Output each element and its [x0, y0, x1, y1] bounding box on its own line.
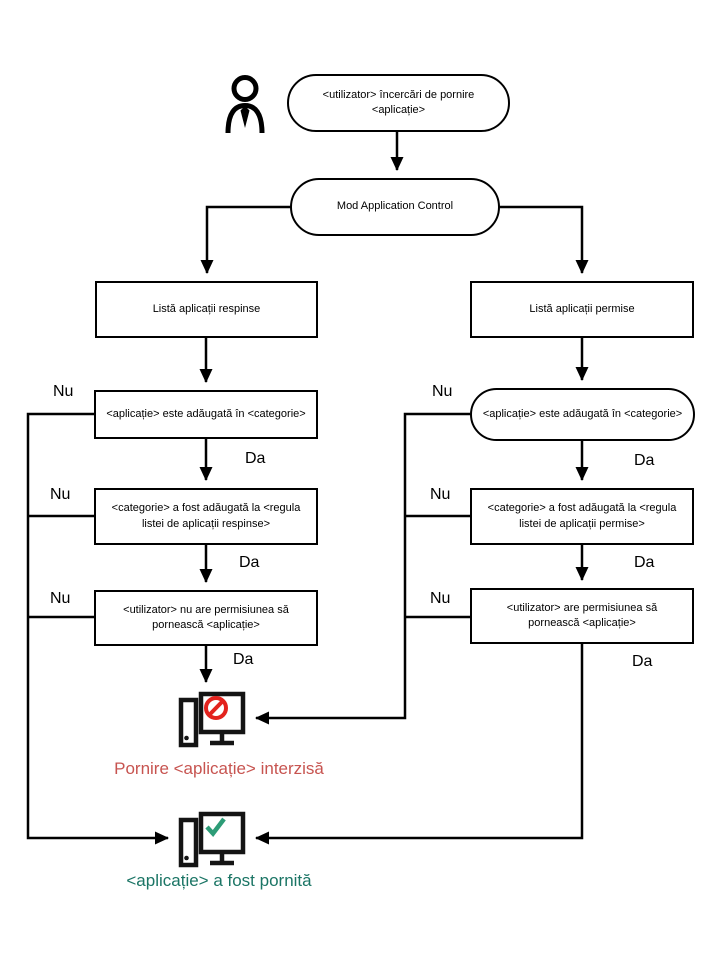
node-start: <utilizator> încercări de pornire <aplic…	[287, 74, 510, 132]
node-user-not-permitted: <utilizator> nu are permisiunea să porne…	[94, 590, 318, 646]
edge-label-yes: Da	[245, 450, 266, 467]
edge-mode-to-denied-list	[200, 205, 291, 274]
edge-label-no: Nu	[53, 383, 74, 400]
edge-label-no: Nu	[50, 486, 71, 503]
edge-mode-to-allowed-list	[499, 205, 589, 274]
edge-right-no-bus-to-denied	[255, 412, 470, 725]
edge-label-no: Nu	[430, 486, 451, 503]
node-user-permitted: <utilizator> are permisiunea să porneasc…	[470, 588, 694, 644]
caption-start-denied: Pornire <aplicație> interzisă	[114, 759, 324, 778]
edge-label-yes: Da	[239, 554, 260, 571]
node-category-added-allowed-rule: <categorie> a fost adăugată la <regula l…	[470, 488, 694, 545]
edge-label-no: Nu	[50, 590, 71, 607]
edge-label-yes: Da	[634, 452, 655, 469]
node-allowed-list: Listă aplicații permise	[470, 281, 694, 338]
edge-label-no: Nu	[432, 383, 453, 400]
checkmark-icon	[205, 817, 226, 838]
node-application-control-mode: Mod Application Control	[290, 178, 500, 236]
tie-shape	[240, 106, 250, 128]
prohibited-icon	[204, 696, 228, 720]
edge-right-yes-3-to-started	[255, 644, 584, 845]
computer-denied-icon	[178, 691, 246, 748]
computer-started-icon	[178, 811, 246, 868]
edge-label-yes: Da	[634, 554, 655, 571]
edge-label-yes: Da	[632, 653, 653, 670]
edge-label-yes: Da	[233, 651, 254, 668]
node-app-added-category-denied: <aplicație> este adăugată în <categorie>	[94, 390, 318, 439]
node-category-added-denied-rule: <categorie> a fost adăugată la <regula l…	[94, 488, 318, 545]
caption-app-started: <aplicație> a fost pornită	[126, 871, 312, 890]
user-icon	[225, 75, 265, 134]
node-app-added-category-allowed: <aplicație> este adăugată în <categorie>	[470, 388, 695, 441]
node-denied-list: Listă aplicații respinse	[95, 281, 318, 338]
edge-label-no: Nu	[430, 590, 451, 607]
edge-left-no-bus-to-started	[26, 412, 169, 845]
